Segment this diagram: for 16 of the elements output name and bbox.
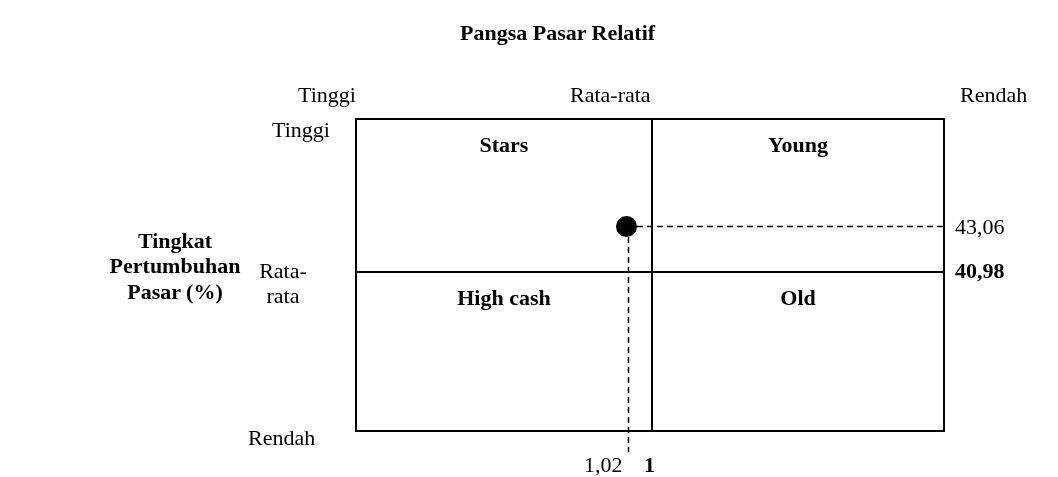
quadrant-cell: High cash (355, 271, 653, 432)
quadrant-cell: Young (651, 118, 945, 273)
axis-tick-label: Rata-rata (570, 82, 651, 108)
quadrant-cell: Old (651, 271, 945, 432)
axis-tick-label: Tinggi (272, 117, 330, 143)
value-label: 1 (644, 452, 655, 477)
quadrant-cell: Stars (355, 118, 653, 273)
axis-title: Tingkat Pertumbuhan Pasar (%) (108, 228, 242, 304)
chart-title: Pangsa Pasar Relatif (460, 20, 656, 46)
value-label: 40,98 (955, 258, 1005, 284)
axis-tick-label: Rata-rata (258, 258, 308, 309)
axis-tick-label: Rendah (248, 425, 316, 451)
value-label: 1,02 (584, 452, 623, 477)
value-label: 43,06 (955, 214, 1005, 240)
axis-tick-label: Rendah (960, 82, 1028, 108)
axis-tick-label: Tinggi (298, 82, 356, 108)
